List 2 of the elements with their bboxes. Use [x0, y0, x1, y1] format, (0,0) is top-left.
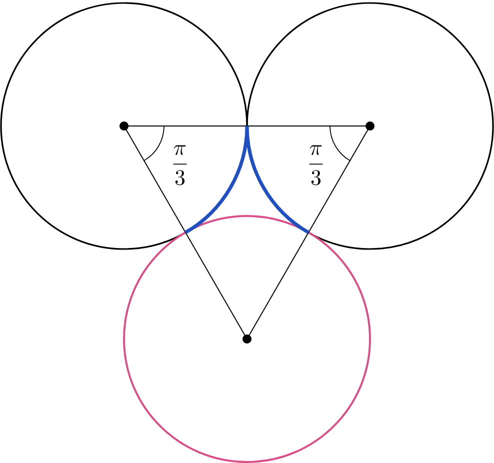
angle-label: $\frac{\pi}{3}$: [309, 145, 323, 186]
angle-label: $\frac{\pi}{3}$: [173, 145, 187, 186]
